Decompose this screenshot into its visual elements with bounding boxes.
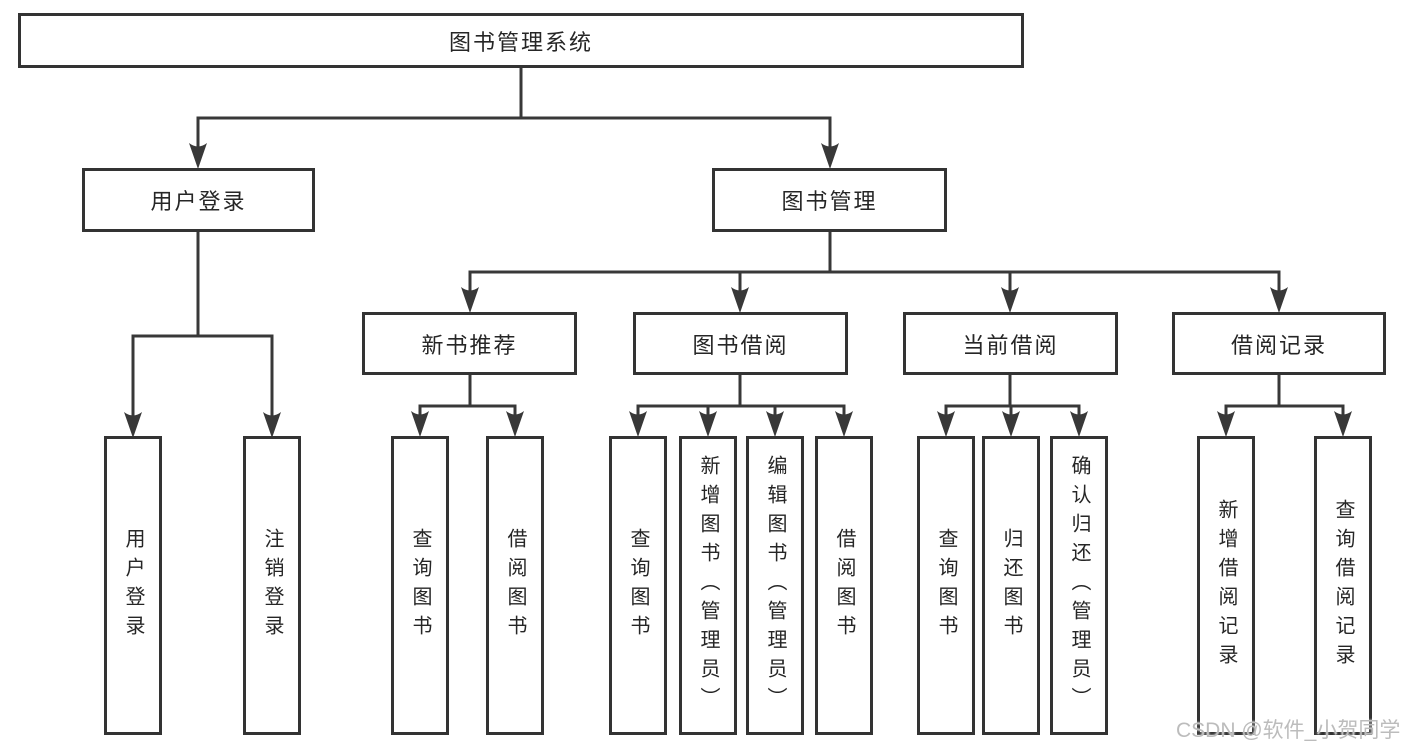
leaf-borrow-books: 借阅图书 [815, 436, 873, 735]
arrowhead-icons [124, 143, 1352, 438]
node-new-book-recommend: 新书推荐 [362, 312, 577, 375]
leaf-logout: 注销登录 [243, 436, 301, 735]
leaf-query-books-borrow-label: 查询图书 [627, 527, 649, 644]
node-current-borrow: 当前借阅 [903, 312, 1118, 375]
leaf-add-books-admin: 新增图书（管理员） [679, 436, 737, 735]
leaf-confirm-return-admin-label: 确认归还（管理员） [1068, 455, 1090, 716]
leaf-query-books-recommend-label: 查询图书 [409, 527, 431, 644]
node-borrow-records-label: 借阅记录 [1230, 332, 1327, 358]
leaf-confirm-return-admin: 确认归还（管理员） [1050, 436, 1108, 735]
leaf-query-books-current-label: 查询图书 [935, 527, 957, 644]
node-book-borrow: 图书借阅 [633, 312, 848, 375]
leaf-borrow-books-recommend: 借阅图书 [486, 436, 544, 735]
node-user-login: 用户登录 [82, 168, 315, 232]
leaf-return-books-label: 归还图书 [1000, 527, 1022, 644]
node-new-book-recommend-label: 新书推荐 [421, 332, 518, 358]
node-user-login-label: 用户登录 [150, 189, 247, 214]
leaf-query-books-borrow: 查询图书 [609, 436, 667, 735]
connector-lines [131, 66, 1345, 418]
node-current-borrow-label: 当前借阅 [962, 332, 1059, 358]
node-book-borrow-label: 图书借阅 [692, 332, 789, 358]
leaf-query-borrow-record: 查询借阅记录 [1314, 436, 1372, 735]
leaf-query-books-recommend: 查询图书 [391, 436, 449, 735]
leaf-query-books-current: 查询图书 [917, 436, 975, 735]
leaf-query-borrow-record-label: 查询借阅记录 [1332, 498, 1354, 673]
leaf-edit-books-admin: 编辑图书（管理员） [746, 436, 804, 735]
leaf-borrow-books-recommend-label: 借阅图书 [504, 527, 526, 644]
leaf-user-login-label: 用户登录 [122, 527, 144, 644]
leaf-add-borrow-record-label: 新增借阅记录 [1215, 498, 1237, 673]
leaf-add-borrow-record: 新增借阅记录 [1197, 436, 1255, 735]
leaf-add-books-admin-label: 新增图书（管理员） [697, 455, 719, 716]
watermark-text: CSDN @软件_小贺同学 [1176, 719, 1401, 742]
node-library-system-label: 图书管理系统 [448, 29, 593, 55]
leaf-logout-label: 注销登录 [261, 527, 283, 644]
leaf-borrow-books-label: 借阅图书 [833, 527, 855, 644]
node-book-management: 图书管理 [712, 168, 947, 232]
node-borrow-records: 借阅记录 [1172, 312, 1386, 375]
node-library-system: 图书管理系统 [18, 13, 1024, 68]
leaf-edit-books-admin-label: 编辑图书（管理员） [764, 455, 786, 716]
leaf-return-books: 归还图书 [982, 436, 1040, 735]
node-book-management-label: 图书管理 [781, 189, 878, 214]
leaf-user-login: 用户登录 [104, 436, 162, 735]
